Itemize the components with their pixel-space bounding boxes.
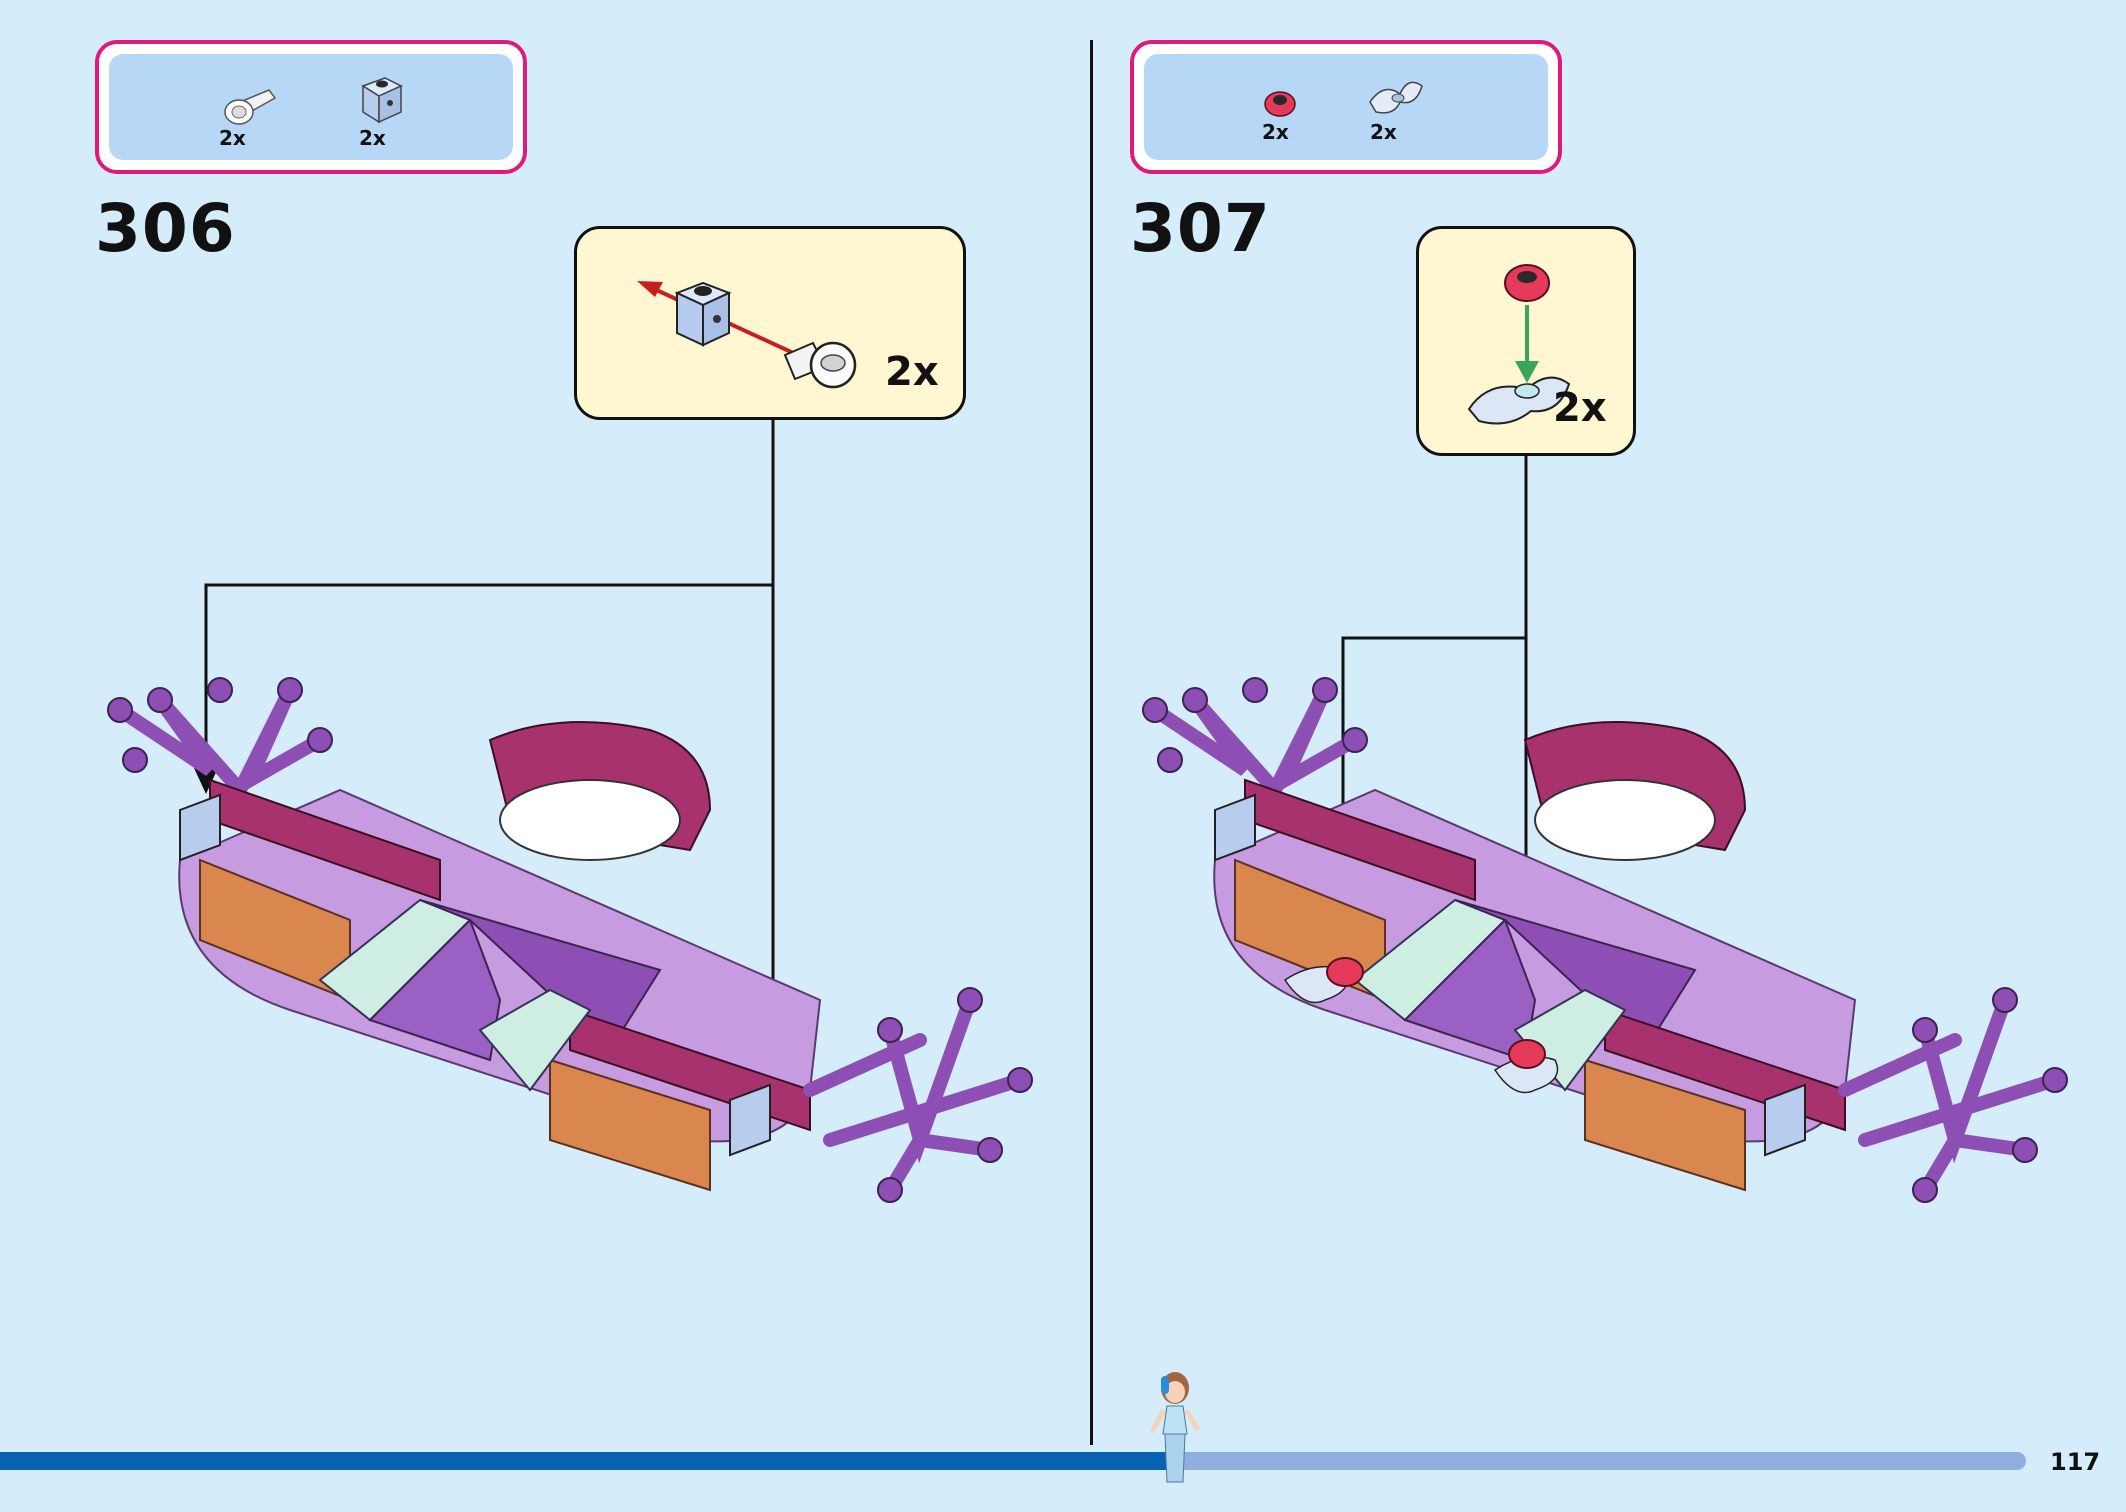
model-illustration-306	[107, 677, 1033, 1203]
parts-list-307-panel	[1144, 54, 1548, 160]
page-number: 117	[2050, 1448, 2101, 1476]
parts-list-307: 2x 2x	[1130, 40, 1562, 174]
sub-assembly-callout-307: 2x	[1416, 226, 1636, 456]
part-qty: 2x	[219, 126, 246, 150]
part-qty: 2x	[1370, 120, 1397, 144]
callout-qty: 2x	[1553, 385, 1607, 431]
step-number-307: 307	[1130, 190, 1271, 267]
step-number-306: 306	[95, 190, 236, 267]
assembly-diagram-307	[1467, 264, 1571, 425]
parts-list-306-panel	[109, 54, 513, 160]
brick-with-hole-icon	[361, 77, 403, 124]
model-illustration-307	[1142, 677, 2068, 1203]
minidoll-figure-icon	[1150, 1372, 1200, 1483]
assembly-diagram-306	[637, 281, 857, 389]
sub-assembly-callout-306: 2x	[574, 226, 966, 420]
part-qty: 2x	[359, 126, 386, 150]
parts-list-306: 2x 2x	[95, 40, 527, 174]
leaf-plate-icon	[1369, 81, 1423, 114]
callout-qty: 2x	[885, 349, 939, 395]
page-divider	[1090, 40, 1093, 1445]
part-qty: 2x	[1262, 120, 1289, 144]
red-flower-stud-icon	[1264, 91, 1296, 117]
progress-bar-fill	[0, 1452, 1175, 1470]
light-cover-piece-icon	[224, 89, 277, 125]
